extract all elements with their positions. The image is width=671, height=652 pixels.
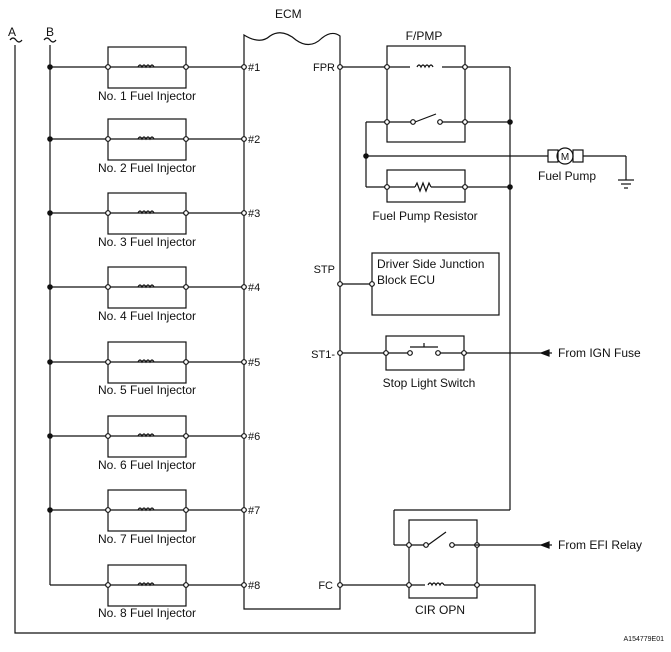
injector-row-5: No. 5 Fuel Injector #5 [47,341,260,397]
ecm-pin-fpr-label: FPR [313,62,335,74]
stop-light-switch: Stop Light Switch [337,335,540,390]
injector-1-label: No. 1 Fuel Injector [98,89,196,103]
ecm-title: ECM [275,7,302,21]
ecm-pin-7-label: #7 [248,505,260,517]
ecm-pin-5-label: #5 [248,357,260,369]
injector-row-6: No. 6 Fuel Injector #6 [47,415,260,472]
ecm-pin-8-label: #8 [248,580,260,592]
fuel-pump-label: Fuel Pump [538,169,596,183]
cir-opn-label: CIR OPN [415,603,465,617]
stop-light-switch-label: Stop Light Switch [383,376,476,390]
ecm-pin-stp-label: STP [314,264,335,276]
ecm-pin-fc-label: FC [318,580,333,592]
fuel-pump-resistor-label: Fuel Pump Resistor [372,209,477,223]
ign-fuse-feed: From IGN Fuse [539,346,641,360]
figure-code: A154779E01 [624,636,665,643]
injector-row-1: No. 1 Fuel Injector #1 [47,46,260,103]
injector-row-4: No. 4 Fuel Injector #4 [47,266,260,323]
injector-7-label: No. 7 Fuel Injector [98,532,196,546]
rail-a-label: A [8,25,16,39]
ecm-pin-4-label: #4 [248,282,260,294]
ign-fuse-label: From IGN Fuse [558,346,641,360]
injector-4-label: No. 4 Fuel Injector [98,309,196,323]
injector-2-label: No. 2 Fuel Injector [98,161,196,175]
injector-8-label: No. 8 Fuel Injector [98,606,196,620]
fuel-pump-resistor: Fuel Pump Resistor [366,169,510,223]
ecm-pin-1-label: #1 [248,62,260,74]
rail-b-label: B [46,25,54,39]
fuel-pump-motor: M Fuel Pump [538,147,634,189]
rail-a-wire [14,45,536,634]
fpmp-relay: F/PMP [337,29,510,143]
injector-row-2: No. 2 Fuel Injector #2 [47,118,260,175]
efi-relay-label: From EFI Relay [558,538,642,552]
injector-row-7: No. 7 Fuel Injector #7 [47,489,260,546]
ecm-pin-6-label: #6 [248,431,260,443]
injector-5-label: No. 5 Fuel Injector [98,383,196,397]
junction-block-line2: Block ECU [377,273,435,287]
ecm-pin-st1-label: ST1- [311,349,335,361]
injector-row-8: No. 8 Fuel Injector #8 [50,564,260,620]
ecm-pin-3-label: #3 [248,208,260,220]
injector-3-label: No. 3 Fuel Injector [98,235,196,249]
injector-6-label: No. 6 Fuel Injector [98,458,196,472]
ecm-body [243,32,341,610]
junction-dot [507,119,513,125]
fpmp-title: F/PMP [406,29,443,43]
cir-opn-relay: CIR OPN [337,509,540,617]
injector-row-3: No. 3 Fuel Injector #3 [47,192,260,249]
rail-a-break [9,37,23,43]
junction-block-ecu: Driver Side Junction Block ECU [337,252,500,316]
efi-relay-feed: From EFI Relay [539,538,642,552]
junction-block-line1: Driver Side Junction [377,257,484,271]
ecm-pin-2-label: #2 [248,134,260,146]
motor-symbol: M [561,152,569,163]
rail-b-break [43,37,57,43]
